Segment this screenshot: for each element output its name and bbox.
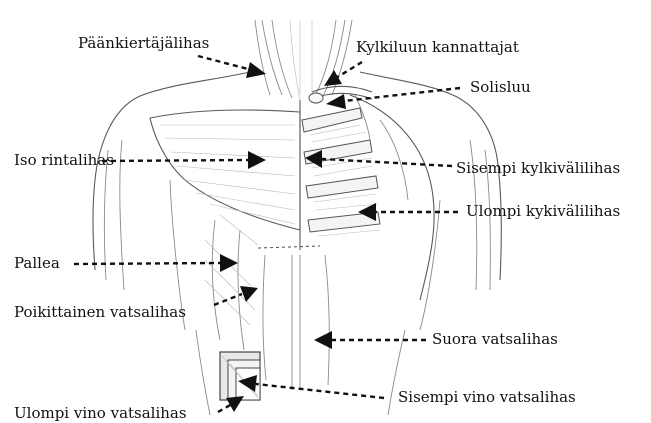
arrow-kylkiluun-kannattajat xyxy=(324,62,362,86)
label-ulompi-vino-vatsalihas: Ulompi vino vatsalihas xyxy=(14,406,187,421)
pointer-arrows xyxy=(74,56,460,412)
label-iso-rintalihas: Iso rintalihas xyxy=(14,153,114,168)
label-solisluu: Solisluu xyxy=(470,80,531,95)
neck-muscles xyxy=(255,20,352,100)
label-poikittainen-vatsalihas: Poikittainen vatsalihas xyxy=(14,305,186,320)
label-suora-vatsalihas: Suora vatsalihas xyxy=(432,332,558,347)
arrow-suora-vatsalihas xyxy=(314,331,426,349)
label-pallea: Pallea xyxy=(14,256,60,271)
torso-outline xyxy=(93,72,501,415)
arrow-solisluu xyxy=(326,88,460,109)
label-sisempi-kylkivalilihas: Sisempi kylkivälilihas xyxy=(456,161,620,176)
label-sisempi-vino-vatsalihas: Sisempi vino vatsalihas xyxy=(398,390,576,405)
label-ulompi-kykivalilihas: Ulompi kykivälilihas xyxy=(466,204,620,219)
arrow-paankiertajalihas xyxy=(198,56,266,78)
arrow-iso-rintalihas xyxy=(102,151,266,169)
arrow-pallea xyxy=(74,254,238,272)
arrow-ulompi-kykivalilihas xyxy=(358,203,458,221)
label-kylkiluun-kannattajat: Kylkiluun kannattajat xyxy=(356,40,519,55)
pectoral-muscle xyxy=(150,110,300,230)
rib-cage xyxy=(300,95,434,300)
label-paankiertajalihas: Päänkiertäjälihas xyxy=(78,36,209,51)
